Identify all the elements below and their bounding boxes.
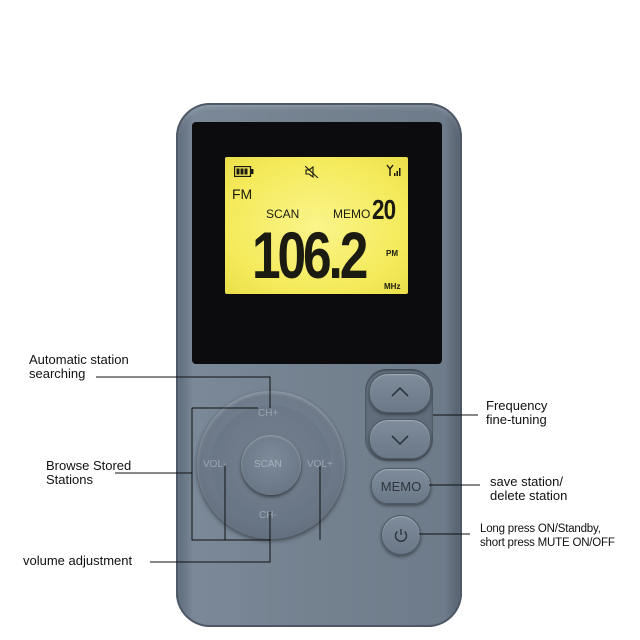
power-button[interactable] — [381, 515, 421, 555]
volume-annotation: volume adjustment — [23, 553, 133, 568]
lcd-unit: MHz — [384, 282, 401, 291]
memo-button[interactable]: MEMO — [371, 468, 431, 504]
annotation-line-1: save station/ — [490, 474, 563, 489]
scan-label[interactable]: SCAN — [254, 459, 282, 470]
ch-down-label[interactable]: CH- — [259, 510, 277, 521]
lcd-memo-indicator: MEMO — [333, 207, 371, 221]
annotation-line-2: Stations — [46, 472, 93, 487]
annotation-line-2: fine-tuning — [486, 412, 547, 427]
lcd-scan-indicator: SCAN — [266, 207, 300, 221]
annotation-line-2: short press MUTE ON/OFF — [480, 537, 615, 549]
lcd-pm: PM — [386, 249, 398, 258]
browse-annotation: Browse Stored Stations — [46, 459, 131, 487]
mute-icon — [305, 166, 319, 178]
chevron-down-icon — [391, 435, 409, 446]
lcd-band: FM — [232, 186, 253, 202]
annotation-line-2: delete station — [490, 488, 568, 503]
vol-up-label[interactable]: VOL+ — [307, 459, 333, 470]
tune-down-button[interactable] — [369, 419, 431, 459]
annotation-line-1: Browse Stored — [46, 458, 132, 473]
battery-icon — [234, 166, 254, 177]
save-annotation: save station/ delete station — [490, 475, 567, 503]
lcd-frequency: 106.2 — [252, 218, 368, 292]
lcd-display — [225, 157, 408, 294]
ch-up-label[interactable]: CH+ — [258, 408, 279, 419]
lcd-memo-number: 20 — [372, 194, 396, 225]
annotation-line-1: Long press ON/Standby, — [480, 523, 601, 535]
chevron-up-icon — [391, 386, 409, 397]
annotation-line-2: searching — [29, 366, 86, 381]
scan-button[interactable] — [241, 435, 301, 495]
fine-tuning-annotation: Frequency fine-tuning — [486, 399, 547, 427]
annotation-line-1: Automatic station — [29, 352, 129, 367]
annotation-line-1: Frequency — [486, 398, 548, 413]
signal-icon — [386, 164, 401, 176]
power-annotation: Long press ON/Standby, short press MUTE … — [480, 522, 615, 550]
auto-search-annotation: Automatic station searching — [29, 353, 129, 381]
power-icon — [394, 529, 408, 542]
tune-up-button[interactable] — [369, 373, 431, 413]
vol-down-label[interactable]: VOL- — [203, 459, 227, 470]
